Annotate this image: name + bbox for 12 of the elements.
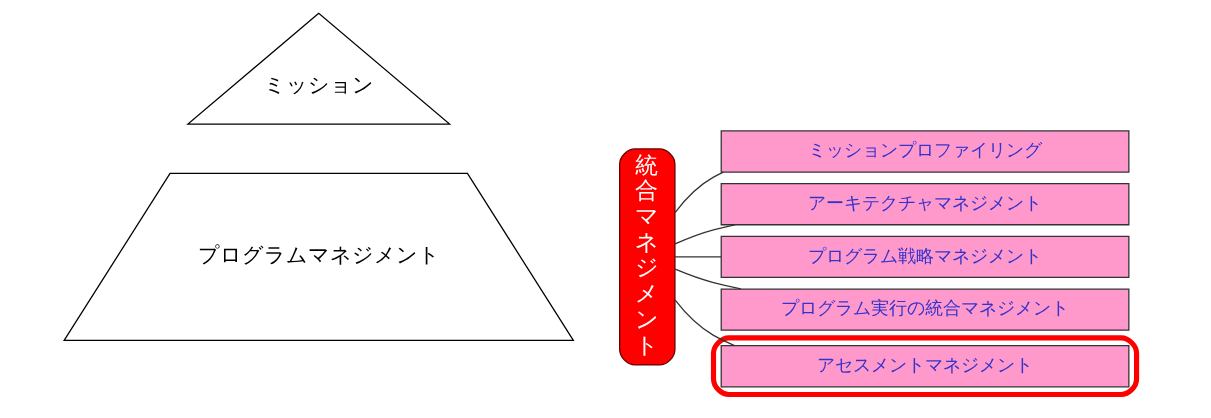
node-box: アーキテクチャマネジメント (720, 182, 1130, 226)
node-box: プログラム実行の統合マネジメント (720, 288, 1130, 331)
connector (674, 224, 736, 245)
connector (674, 268, 742, 290)
node-box: ミッションプロファイリング (720, 130, 1130, 173)
connector (674, 299, 736, 347)
cluster (710, 335, 1140, 398)
node-box: アセスメントマネジメント (720, 345, 1130, 388)
node-box: プログラム戦略マネジメント (720, 235, 1130, 279)
node-box: 統合マネジメント (619, 148, 676, 366)
connector (674, 171, 724, 214)
connector (674, 256, 722, 258)
